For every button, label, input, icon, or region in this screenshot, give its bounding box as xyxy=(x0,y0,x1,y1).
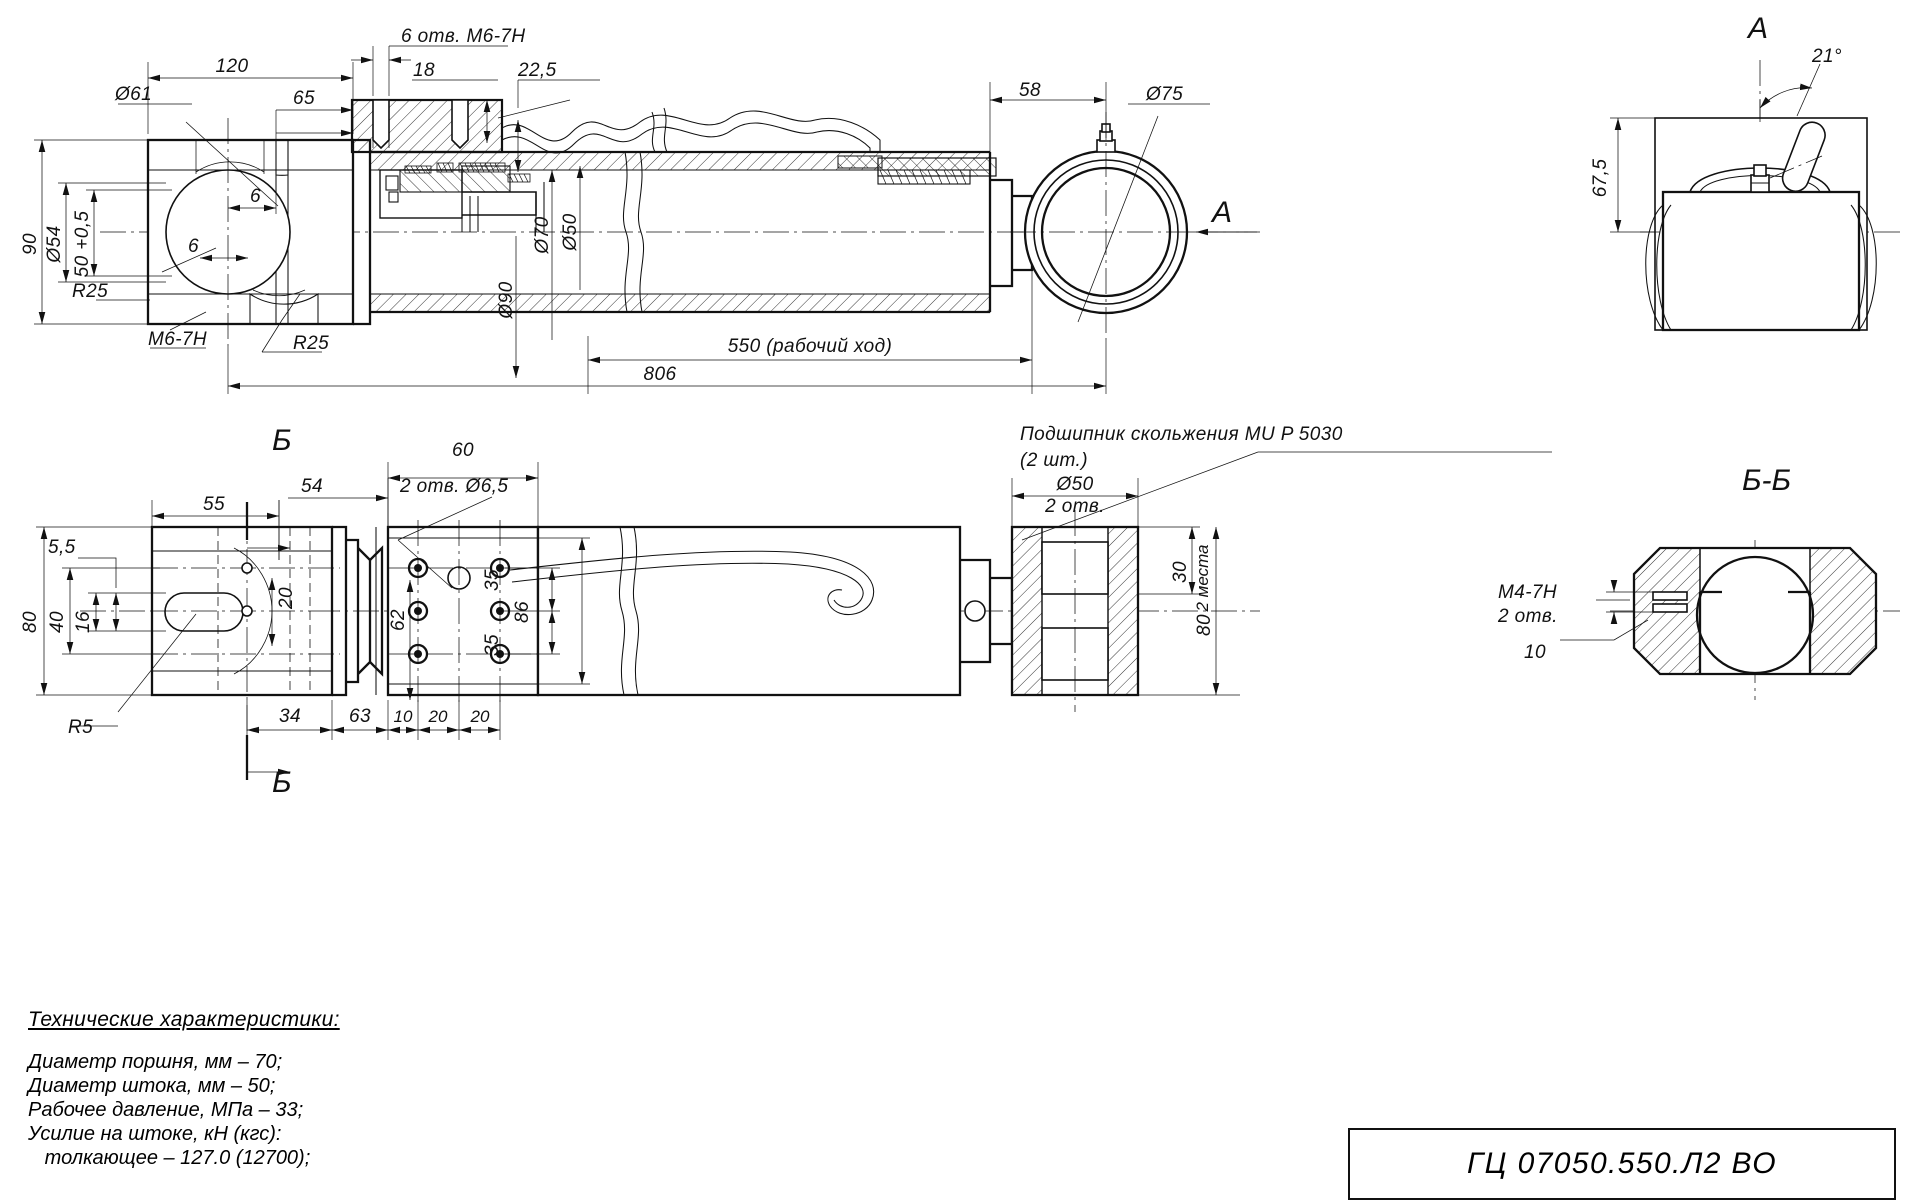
dim-slot-radius: R5 xyxy=(68,717,93,738)
view-a-height: 67,5 xyxy=(1590,159,1611,198)
specs-heading: Технические характеристики: xyxy=(28,1008,340,1031)
main-assembly-section-view xyxy=(34,45,1260,394)
dim-barrel-od: Ø90 xyxy=(496,281,517,319)
dim-flange-to-end: 58 xyxy=(1019,80,1041,101)
view-bb-thread: M4-7H xyxy=(1498,582,1557,603)
dim-eye-thread: M6-7H xyxy=(148,329,207,350)
dim-plan-height: 80 xyxy=(20,611,41,633)
dim-port-offset: 65 xyxy=(293,88,315,109)
view-a xyxy=(1610,60,1900,332)
view-a-angle: 21° xyxy=(1811,46,1842,67)
dim-rod-dia: Ø50 xyxy=(560,213,581,251)
piston-gland-detail xyxy=(379,162,545,232)
dim-eye-width-tolerance: 50 +0,5 xyxy=(72,211,93,278)
dim-plan-slot: 16 xyxy=(73,611,94,633)
dim-angle-20: 20 xyxy=(276,587,297,610)
dim-port: 22,5 xyxy=(517,60,557,81)
dim-to-flange: 54 xyxy=(301,476,323,497)
dim-slot-right: 6 xyxy=(250,186,261,207)
dim-bore-places: 2 места xyxy=(1193,544,1212,612)
dim-eye-height: 90 xyxy=(20,233,41,255)
section-marker-b-top: Б xyxy=(272,424,292,457)
spec-piston-diameter: Диаметр поршня, мм – 70; xyxy=(28,1051,283,1073)
dim-overall-eye-length: 120 xyxy=(216,56,249,77)
dim-seg-20b: 20 xyxy=(470,707,490,726)
port-flange-block xyxy=(350,98,881,154)
dim-pitch-b: 35 xyxy=(482,634,503,656)
title-block: ГЦ 07050.550.Л2 ВО xyxy=(1348,1128,1896,1200)
dim-eye-inner-dia: Ø54 xyxy=(44,225,65,263)
spec-rod-diameter: Диаметр штока, мм – 50; xyxy=(28,1075,276,1097)
plan-view-dimensions xyxy=(36,451,1552,780)
cylinder-barrel xyxy=(353,138,991,326)
plan-left-eye xyxy=(150,510,340,760)
dim-front-length: 55 xyxy=(203,494,225,515)
dim-eye-bore-dia: Ø61 xyxy=(114,84,152,105)
dim-rod-eye-od: Ø75 xyxy=(1145,84,1183,105)
dim-radius-top: R25 xyxy=(72,281,108,302)
dim-seg-20a: 20 xyxy=(428,707,448,726)
dim-plate-length: 60 xyxy=(452,440,474,461)
dim-overall-length: 806 xyxy=(644,364,677,385)
spec-rod-force-label: Усилие на штоке, кН (кгс): xyxy=(28,1123,282,1145)
dim-pitch-62: 62 xyxy=(388,609,409,631)
dim-working-stroke: 550 (рабочий ход) xyxy=(728,336,893,357)
section-marker-a-main: A xyxy=(1210,196,1232,229)
drawing-designation: ГЦ 07050.550.Л2 ВО xyxy=(1466,1147,1778,1180)
note-thread-holes: 6 отв. M6-7H xyxy=(401,26,526,47)
dim-seg-10: 10 xyxy=(394,707,413,726)
section-marker-b-bottom: Б xyxy=(272,766,292,799)
dim-seg-63: 63 xyxy=(349,706,371,727)
dim-pitch-a: 35 xyxy=(482,569,503,591)
plan-bearing-housing xyxy=(1010,510,1140,712)
note-bearing-line1: Подшипник скольжения MU P 5030 xyxy=(1020,424,1343,445)
dim-bore-depth: 30 xyxy=(1170,561,1191,583)
dim-piston-dia: Ø70 xyxy=(532,216,553,254)
left-eye-block xyxy=(146,118,355,346)
dim-offset-small: 5,5 xyxy=(48,537,76,558)
main-view-dimensions xyxy=(34,45,1248,394)
view-a-label: A xyxy=(1746,12,1768,45)
view-bb xyxy=(1560,540,1900,700)
rod-gland-right xyxy=(837,152,1034,312)
view-bb-thread-count: 2 отв. xyxy=(1497,606,1558,627)
view-bb-label: Б-Б xyxy=(1742,464,1791,497)
spec-working-pressure: Рабочее давление, МПа – 33; xyxy=(28,1099,304,1121)
note-plate-holes: 2 отв. Ø6,5 xyxy=(399,476,508,497)
dim-radius-bottom: R25 xyxy=(293,333,329,354)
dim-hole-depth: 18 xyxy=(413,60,435,81)
dim-bore-count: 2 отв. xyxy=(1044,496,1105,517)
plan-view xyxy=(36,451,1552,780)
view-bb-depth: 10 xyxy=(1524,642,1546,663)
dim-bore-dia: Ø50 xyxy=(1055,474,1093,495)
technical-specifications: Технические характеристики: Диаметр порш… xyxy=(28,1008,588,1170)
dim-plan-mid: 40 xyxy=(47,611,68,633)
spec-rod-force-push: толкающее – 127.0 (12700); xyxy=(28,1147,311,1169)
note-bearing-line2: (2 шт.) xyxy=(1020,450,1088,471)
dim-seg-34: 34 xyxy=(279,706,301,727)
plan-barrel xyxy=(509,525,1014,697)
dim-plate-width: 86 xyxy=(512,601,533,623)
dim-slot-left: 6 xyxy=(188,236,199,257)
dim-eye-width-plan: 80 xyxy=(1194,614,1215,636)
